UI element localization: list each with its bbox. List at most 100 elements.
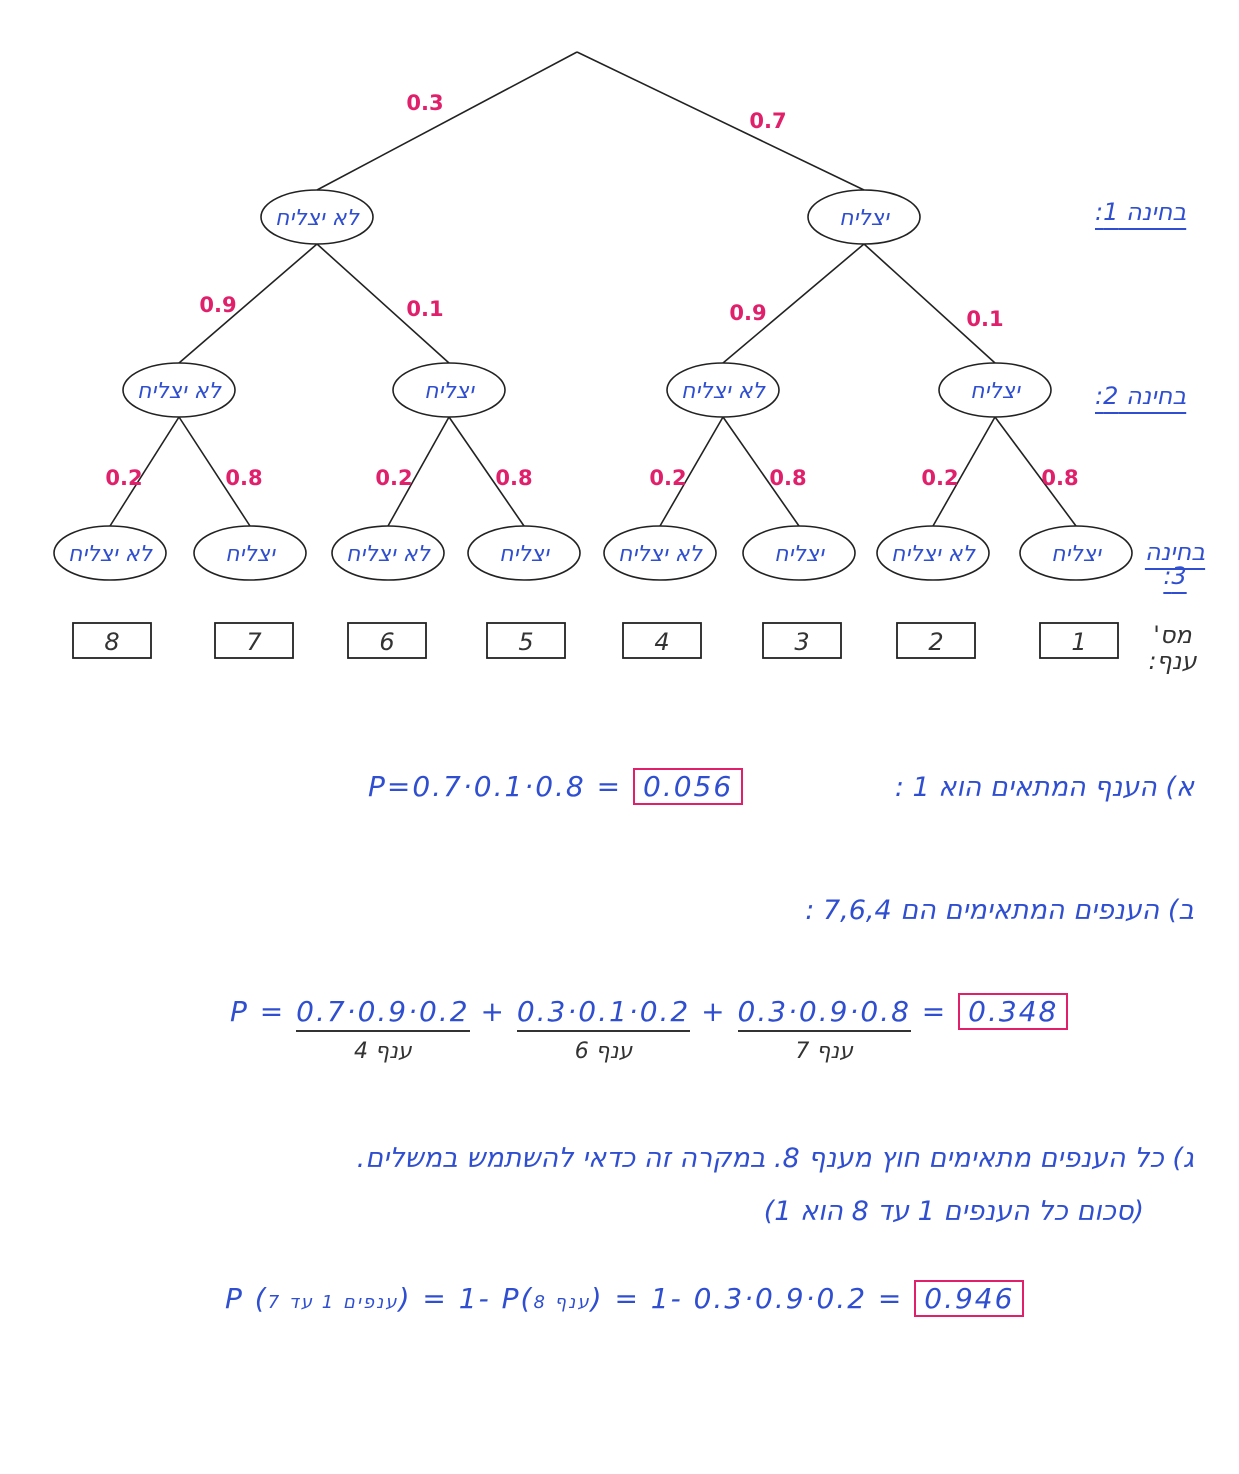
part-b-p: P = [230,995,286,1028]
term-expr: 0.7·0.9·0.2 [296,995,470,1028]
prob-label: 0.9 [199,293,236,317]
term-branch-label: ענף 7 [795,1039,854,1064]
branch-number-box [486,622,566,659]
prob-label: 0.8 [769,466,806,490]
tree-node [53,525,167,581]
tree-node-label: לא יצליח [618,542,703,567]
tree-node [1019,525,1133,581]
part-c-line1: ג) כל הענפים מתאימים חוץ מענף 8. במקרה ז… [356,1143,1194,1174]
term-branch-label: ענף 6 [574,1039,633,1064]
part-c-left-arg: ענפים 1 עד 7 [267,1292,399,1313]
tree-node-label: יצליח [1051,542,1102,567]
part-a-expr: P=0.7·0.1·0.8 = [368,770,623,803]
tree-edge [387,416,450,527]
tree-node-label: לא יצליח [137,379,222,404]
part-c-p: P [225,1282,244,1315]
tree-node [193,525,307,581]
tree-edge [178,243,318,364]
term-expr: 0.3·0.9·0.8 [737,995,911,1028]
equals-sign: = [921,995,948,1028]
branch-number: 3 [794,628,809,656]
prob-label: 0.8 [1041,466,1078,490]
tree-edge [722,416,800,527]
tree-edge [994,416,1077,527]
tree-edge [863,243,996,364]
branch-number-box [1039,622,1119,659]
tree-edge [316,243,450,364]
branch-number-box [214,622,294,659]
part-a-equation: P=0.7·0.1·0.8 = 0.056 [368,768,744,805]
tree-node [666,362,780,418]
tree-node-label: יצליח [774,542,825,567]
tree-node [603,525,717,581]
branch-number: 5 [518,628,533,656]
part-b-term-3: 0.3·0.9·0.8 ענף 7 [737,995,911,1064]
level-label-exam1: בחינה 1: [1095,198,1187,226]
part-c-equation: P (ענפים 1 עד 7) = 1- P(ענף 8) = 1- 0.3·… [225,1280,1025,1317]
prob-label: 0.2 [375,466,412,490]
tree-node [122,362,236,418]
tree-node-label: לא יצליח [346,542,431,567]
tree-node [938,362,1052,418]
branch-number-box [622,622,702,659]
branch-number-box [762,622,842,659]
tree-node-label: יצליח [225,542,276,567]
prob-label: 0.2 [649,466,686,490]
part-a-text: א) הענף המתאים הוא 1 : [894,772,1194,803]
tree-node [742,525,856,581]
tree-edge [316,51,578,191]
tree-edge [178,416,251,527]
part-b-text: ב) הענפים המתאימים הם : 7,6,4 [805,895,1194,926]
tree-node [876,525,990,581]
prob-label: 0.3 [406,91,443,115]
tree-node-label: לא יצליח [681,379,766,404]
branch-number-box [347,622,427,659]
tree-edge [576,51,865,191]
tree-node-label: יצליח [424,379,475,404]
branch-number-box [72,622,152,659]
branch-number: 6 [379,628,394,656]
part-b-branches: : 7,6,4 [805,895,892,926]
branch-number: 1 [1071,628,1086,656]
branch-number: 4 [654,628,669,656]
tree-node-label: יצליח [839,206,890,231]
tree-node [260,189,374,245]
tree-node-label: יצליח [970,379,1021,404]
branch-number-box [896,622,976,659]
tree-edge [448,416,525,527]
tree-node-label: לא יצליח [68,542,153,567]
prob-label: 0.9 [729,301,766,325]
prob-label: 0.7 [749,109,786,133]
tree-node [467,525,581,581]
branch-number: 7 [246,628,262,656]
branch-number-label: מס' ענף: [1148,621,1197,675]
plus-sign: + [701,995,727,1028]
tree-node [807,189,921,245]
plus-sign: + [480,995,506,1028]
tree-edge [659,416,724,527]
part-c-answer-box: 0.946 [914,1280,1025,1317]
tree-node [331,525,445,581]
part-c-mid: = 1- P [422,1282,521,1315]
part-c-mid-arg: ענף 8 [533,1292,591,1313]
tree-node-label: יצליח [499,542,550,567]
prob-label: 0.2 [105,466,142,490]
prob-label: 0.2 [921,466,958,490]
part-b-answer-box: 0.348 [958,993,1069,1030]
level-label-exam3: בחינה 3: [1144,538,1206,590]
part-b-term-1: 0.7·0.9·0.2 ענף 4 [296,995,470,1064]
prob-label: 0.8 [495,466,532,490]
part-c-right: = 1- 0.3·0.9·0.2 = [614,1282,904,1315]
tree-node-label: לא יצליח [891,542,976,567]
tree-edge [109,416,180,527]
level-label-exam2: בחינה 2: [1095,382,1187,410]
branch-number: 8 [104,628,119,656]
branch-number: 2 [928,628,943,656]
part-b-label: ב) הענפים המתאימים הם [900,895,1194,926]
term-branch-label: ענף 4 [354,1039,412,1064]
part-a-answer-box: 0.056 [633,768,744,805]
part-c-line2: (סכום כל הענפים 1 עד 8 הוא 1) [763,1196,1144,1227]
tree-node [392,362,506,418]
